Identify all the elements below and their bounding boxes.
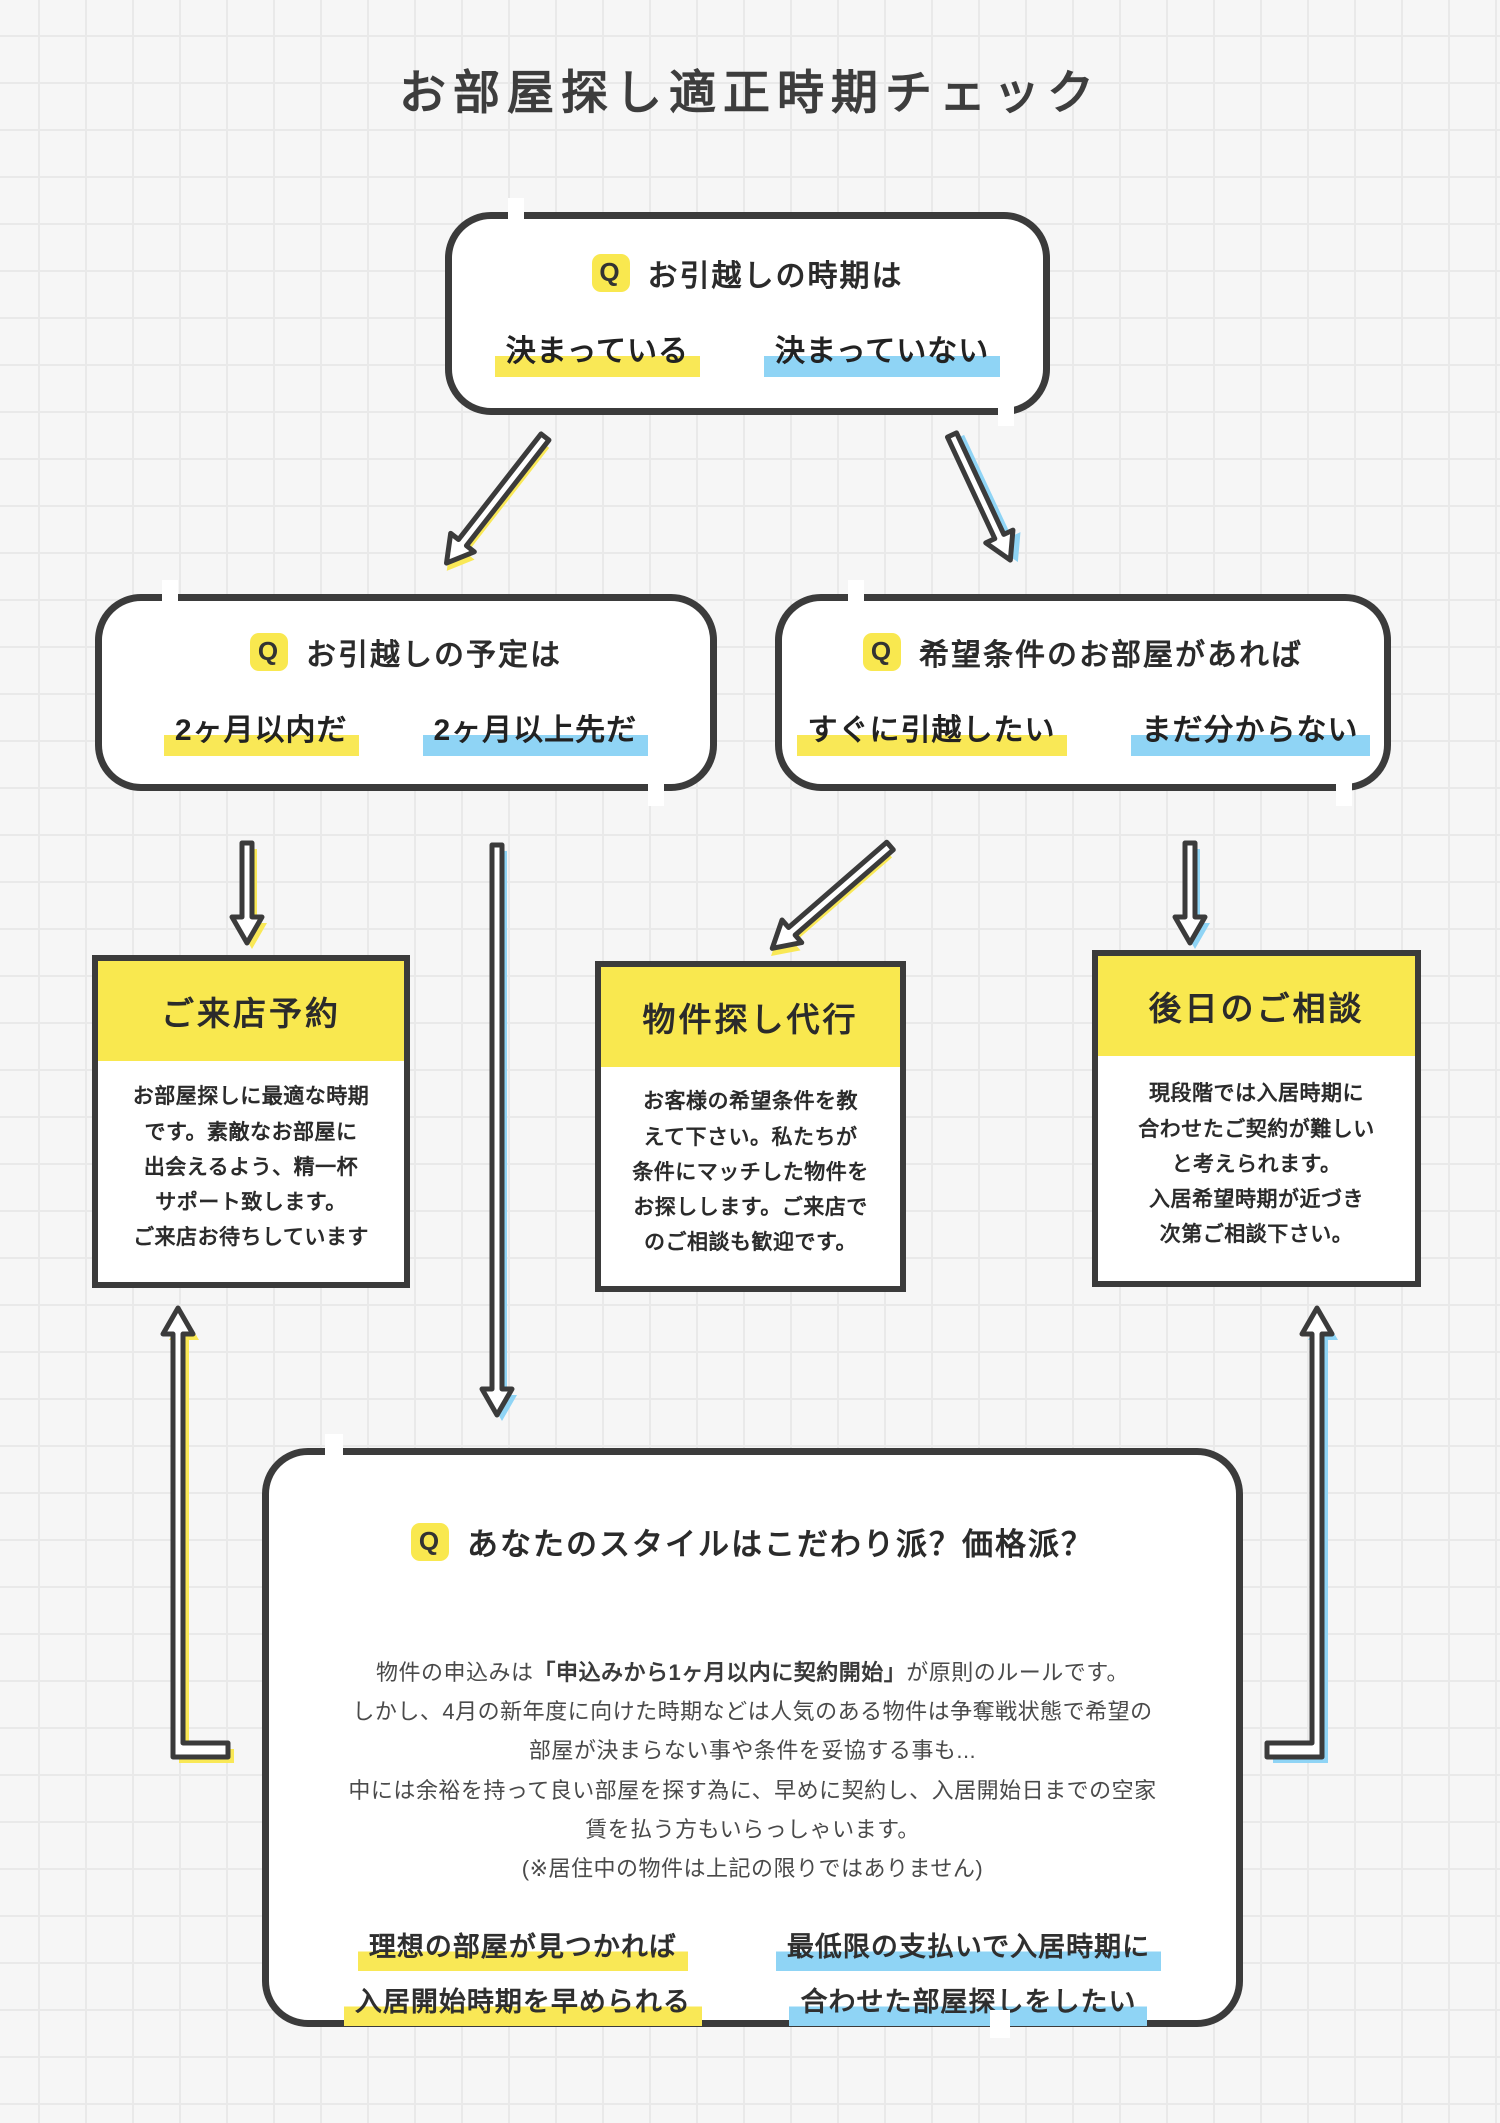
arrow-beyond2months-down-long-icon [479,842,517,1421]
border-gap [990,2010,1010,2038]
border-gap [998,396,1014,426]
question-box-moving-time: Q お引越しの時期は 決まっている 決まっていない [445,212,1050,415]
question-box-style: Q あなたのスタイルはこだわり派？価格派？ 物件の申込みは「申込みから1ヶ月以内… [262,1448,1243,2027]
option-not-decided: 決まっていない [764,334,1001,377]
style-option-quality: 理想の部屋が見つかれば 入居開始時期を早められる [343,1932,702,2027]
result-agency-title: 物件探し代行 [601,967,900,1067]
result-box-store-visit: ご来店予約 お部屋探しに最適な時期 です。素敵なお部屋に 出会えるよう、精一杯 … [92,955,410,1288]
result-box-search-agency: 物件探し代行 お客様の希望条件を教 えて下さい。私たちが 条件にマッチした物件を… [595,961,906,1292]
arrow-style-to-later-up-icon [1264,1305,1338,1763]
rule-paragraph-body: しかし、4月の新年度に向けた時期などは人気のある物件は争奪戦状態で希望の 部屋が… [348,1699,1157,1842]
border-gap [508,198,524,230]
option-within-2-months: 2ヶ月以内だ [163,713,359,756]
question4-text: あなたのスタイルはこだわり派？価格派？ [467,1527,1094,1562]
arrow-movenow-down-left-icon [769,839,896,957]
rule-paragraph-note: (※居住中の物件は上記の限りではありません) [521,1855,984,1881]
result-later-title: 後日のご相談 [1098,956,1415,1056]
border-gap [1336,778,1352,806]
rule-paragraph-line1: 物件の申込みは「申込みから1ヶ月以内に契約開始」が原則のルールです。 [376,1614,1129,1692]
arrow-decided-down-left-icon [443,431,552,571]
rule-text: 物件の申込みは [375,1660,534,1686]
arrow-style-to-visit-up-icon [160,1305,234,1763]
border-gap [162,580,178,610]
question-box-preferred-room: Q 希望条件のお部屋があれば すぐに引越したい まだ分からない [775,594,1391,791]
q-badge-icon: Q [591,253,630,292]
option-dont-know: まだ分からない [1130,713,1370,756]
q-badge-icon: Q [411,1522,449,1561]
result-later-body: 現段階では入居時期に 合わせたご契約が難しい と考えられます。 入居希望時期が近… [1138,1082,1375,1247]
arrow-dontknow-down-icon [1172,840,1210,949]
page-title: お部屋探し適正時期チェック [399,66,1101,119]
question3-text: 希望条件のお部屋があれば [919,638,1303,672]
style-quality-line1: 理想の部屋が見つかれば [357,1932,688,1972]
rule-text-bold: 「申込みから1ヶ月以内に契約開始」 [533,1660,907,1686]
border-gap [325,1434,343,1464]
border-gap [848,580,864,610]
option-beyond-2-months: 2ヶ月以上先だ [422,713,649,756]
question-box-moving-plan: Q お引越しの予定は 2ヶ月以内だ 2ヶ月以上先だ [95,594,717,791]
option-move-now: すぐに引越したい [796,713,1067,756]
q-badge-icon: Q [250,632,288,671]
border-gap [648,778,664,806]
result-agency-body: お客様の希望条件を教 えて下さい。私たちが 条件にマッチした物件を お探しします… [632,1090,869,1255]
style-quality-line2: 入居開始時期を早められる [343,1987,702,2027]
result-visit-body: お部屋探しに最適な時期 です。素敵なお部屋に 出会えるよう、精一杯 サポート致し… [132,1085,370,1250]
rule-text: が原則のルールです。 [906,1660,1130,1686]
result-visit-title: ご来店予約 [98,961,404,1061]
question2-text: お引越しの予定は [306,638,562,672]
style-price-line1: 最低限の支払いで入居時期に [775,1932,1162,1972]
arrow-within2months-down-icon [229,840,267,949]
arrow-not-decided-down-right-icon [944,430,1021,563]
result-box-consult-later: 後日のご相談 現段階では入居時期に 合わせたご契約が難しい と考えられます。 入… [1092,950,1421,1287]
q-badge-icon: Q [863,632,901,671]
question1-text: お引越しの時期は [647,259,904,293]
style-option-price: 最低限の支払いで入居時期に 合わせた部屋探しをしたい [775,1932,1162,2027]
style-price-line2: 合わせた部屋探しをしたい [789,1987,1148,2027]
option-decided: 決まっている [494,334,700,377]
